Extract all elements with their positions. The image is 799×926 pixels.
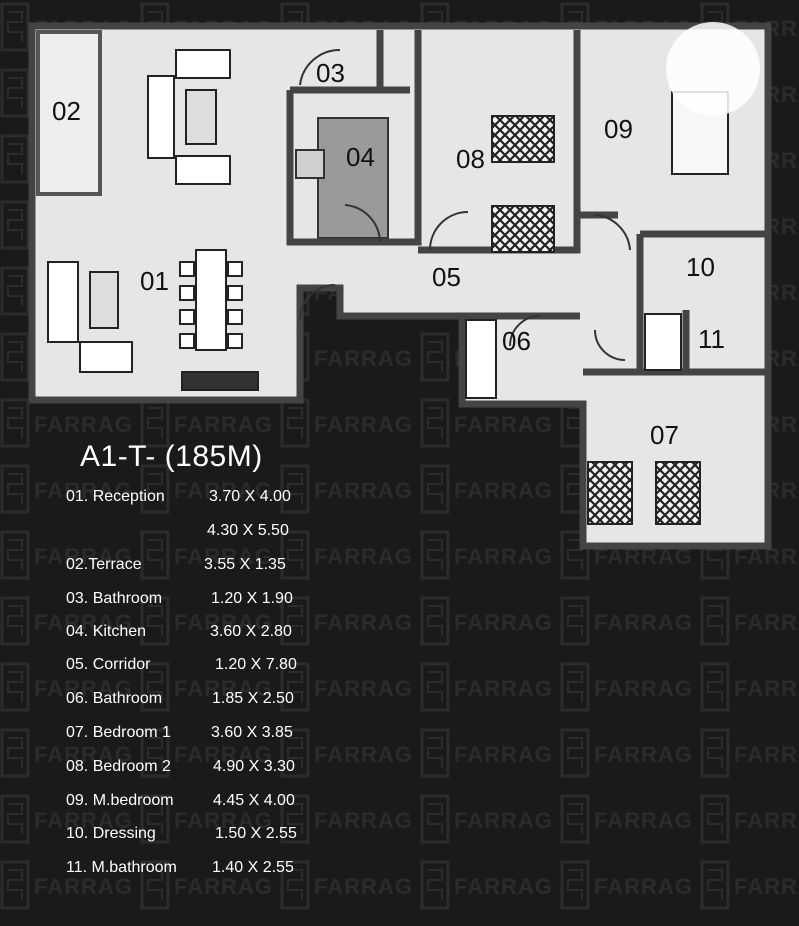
room-label-02: 02	[52, 96, 81, 126]
bed	[491, 115, 555, 163]
unit-title: A1-T- (185M)	[80, 440, 263, 473]
room-dimensions: 1.20 X 1.90	[211, 590, 293, 607]
room-dimensions: 4.45 X 4.00	[213, 792, 295, 809]
room-label-11: 11	[698, 324, 725, 354]
room-name: 08. Bedroom 2	[66, 758, 171, 775]
room-dimensions: 3.55 X 1.35	[204, 556, 286, 573]
dining-table	[195, 249, 227, 351]
sofas	[47, 49, 259, 391]
door-swings	[299, 48, 631, 361]
room-name: 02.Terrace	[66, 556, 142, 573]
room-label-04: 04	[346, 142, 375, 172]
room-name: 09. M.bedroom	[66, 792, 174, 809]
room-dimensions: 4.30 X 5.50	[207, 522, 289, 539]
room-dimensions: 3.60 X 2.80	[210, 623, 292, 640]
bed	[491, 205, 555, 253]
room-dimensions: 1.40 X 2.55	[212, 859, 294, 876]
room-label-03: 03	[316, 58, 345, 88]
room-name: 01. Reception	[66, 488, 165, 505]
kitchen-area	[317, 117, 389, 239]
brand-logo	[666, 22, 760, 116]
room-label-06: 06	[502, 326, 531, 356]
room-name: 03. Bathroom	[66, 590, 163, 607]
terrace-area	[36, 30, 102, 196]
bed	[655, 461, 701, 525]
room-dimensions: 3.60 X 3.85	[211, 724, 293, 741]
room-dimensions: 4.90 X 3.30	[213, 758, 295, 775]
room-label-01: 01	[140, 266, 169, 296]
room-label-08: 08	[456, 144, 485, 174]
room-label-09: 09	[604, 114, 633, 144]
room-name: 11. M.bathroom	[66, 859, 177, 876]
room-name: 04. Kitchen	[66, 623, 147, 640]
room-dimensions: 1.50 X 2.55	[215, 825, 297, 842]
bed	[587, 461, 633, 525]
room-name: 10. Dressing	[66, 825, 156, 842]
room-label-05: 05	[432, 262, 461, 292]
room-name: 07. Bedroom 1	[66, 724, 171, 741]
bathtub	[465, 319, 497, 399]
room-label-10: 10	[686, 252, 715, 282]
room-name: 06. Bathroom	[66, 690, 163, 707]
room-dimensions: 1.85 X 2.50	[212, 690, 294, 707]
room-label-07: 07	[650, 420, 679, 450]
shower	[644, 313, 682, 371]
room-dimensions: 3.70 X 4.00	[209, 488, 291, 505]
room-dimensions: 1.20 X 7.80	[215, 656, 297, 673]
room-name: 05. Corridor	[66, 656, 151, 673]
